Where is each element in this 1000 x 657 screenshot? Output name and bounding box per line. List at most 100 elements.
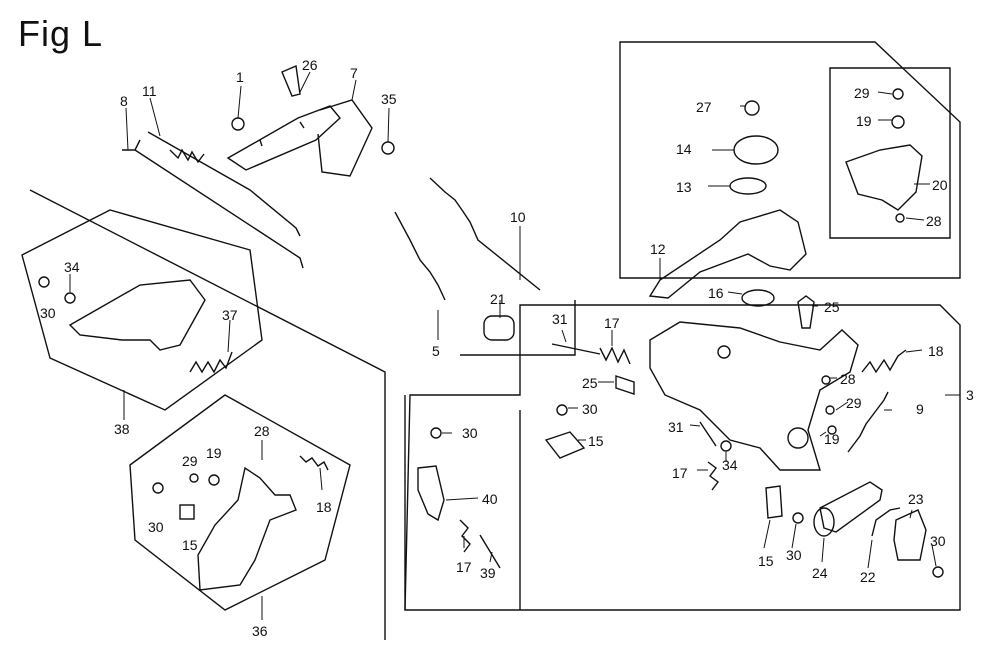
bolt-31-a — [551, 343, 601, 355]
nut-29-a — [189, 473, 199, 483]
washer-16 — [741, 289, 775, 307]
label-part-22: 22 — [860, 569, 876, 585]
nut-28-b — [821, 375, 831, 385]
label-part-5: 5 — [432, 343, 440, 359]
nut-19-a — [208, 474, 220, 486]
spring-17-a — [599, 346, 631, 365]
spring-9 — [847, 391, 889, 453]
label-part-19-b: 19 — [856, 113, 872, 129]
label-part-11: 11 — [142, 83, 157, 99]
label-part-36: 36 — [252, 623, 268, 639]
part-number-labels: 1 26 7 35 8 11 34 30 37 38 28 29 19 18 3… — [40, 57, 974, 639]
bolt-30-d — [430, 427, 442, 439]
label-part-30-e: 30 — [786, 547, 802, 563]
label-part-29-b: 29 — [854, 85, 870, 101]
label-part-17-b: 17 — [672, 465, 688, 481]
knob-24-end — [813, 507, 835, 537]
spring-37 — [189, 351, 233, 374]
label-part-28-c: 28 — [840, 371, 856, 387]
clip-15-b — [544, 431, 586, 459]
label-part-30-a: 30 — [40, 305, 56, 321]
label-part-34-b: 34 — [722, 457, 738, 473]
nut-29-c — [825, 405, 835, 415]
label-part-25-a: 25 — [824, 299, 840, 315]
control-bracket-7 — [226, 105, 341, 171]
label-part-29-a: 29 — [182, 453, 198, 469]
bolt-30-a — [38, 276, 50, 288]
label-part-25-b: 25 — [582, 375, 598, 391]
label-part-12: 12 — [650, 241, 666, 257]
bracket-40 — [417, 465, 445, 522]
governor-rod-2 — [147, 131, 301, 237]
bracket-38 — [68, 279, 206, 351]
bolt-30-f — [932, 566, 944, 578]
label-part-17-c: 17 — [456, 559, 472, 575]
knob-24 — [819, 481, 883, 533]
nut-28-a — [895, 213, 905, 223]
carburetor-group-outline — [619, 41, 961, 279]
collar-21 — [483, 315, 515, 341]
label-part-30-d: 30 — [462, 425, 478, 441]
label-part-38: 38 — [114, 421, 130, 437]
label-part-28-b: 28 — [926, 213, 942, 229]
label-part-16: 16 — [708, 285, 724, 301]
label-part-18-b: 18 — [928, 343, 944, 359]
label-part-15-c: 15 — [758, 553, 774, 569]
label-part-30-c: 30 — [582, 401, 598, 417]
bolt-31-b — [699, 421, 717, 447]
box-36-outline — [129, 394, 351, 611]
box-38-outline — [21, 209, 263, 411]
nut-35 — [381, 141, 395, 155]
label-part-30-b: 30 — [148, 519, 164, 535]
bracket-7-body — [317, 99, 373, 177]
bolt-25-b — [615, 375, 635, 395]
bolt-30-b — [152, 482, 164, 494]
label-part-31-b: 31 — [668, 419, 684, 435]
label-part-28-a: 28 — [254, 423, 270, 439]
label-part-35: 35 — [381, 91, 397, 107]
nut-34-a — [64, 292, 76, 304]
label-part-18-a: 18 — [316, 499, 332, 515]
label-part-27: 27 — [696, 99, 712, 115]
bolt-25-a — [797, 295, 815, 329]
label-part-17-a: 17 — [604, 315, 620, 331]
label-part-13: 13 — [676, 179, 692, 195]
washer-13 — [729, 177, 767, 195]
label-part-19-c: 19 — [824, 431, 840, 447]
clamp-23 — [893, 509, 927, 561]
label-part-21: 21 — [490, 291, 506, 307]
bracket-base — [649, 321, 859, 471]
governor-lever-36 — [197, 466, 297, 591]
detail-box-outline — [829, 67, 951, 239]
nut-29-b — [892, 88, 904, 100]
label-part-26: 26 — [302, 57, 318, 73]
spring-10 — [429, 177, 541, 291]
bolt-1 — [231, 117, 245, 131]
nut-27 — [744, 100, 760, 116]
wire-22 — [871, 507, 901, 537]
label-part-9: 9 — [916, 401, 924, 417]
leader-lines — [69, 71, 960, 620]
governor-assembly-outline — [404, 304, 961, 611]
governor-rod — [122, 139, 304, 269]
label-part-10: 10 — [510, 209, 526, 225]
label-part-29-c: 29 — [846, 395, 862, 411]
label-part-15-b: 15 — [588, 433, 604, 449]
label-part-23: 23 — [908, 491, 924, 507]
divider-line — [29, 189, 386, 640]
label-part-40: 40 — [482, 491, 498, 507]
clip-15-a — [179, 504, 195, 520]
label-part-30-f: 30 — [930, 533, 946, 549]
figure-title: Fig L — [18, 13, 104, 54]
nut-19-c — [827, 425, 837, 435]
throttle-cam-14 — [733, 135, 779, 165]
bolt-30-e — [792, 512, 804, 524]
label-part-39: 39 — [480, 565, 496, 581]
label-part-31-a: 31 — [552, 311, 568, 327]
label-part-7: 7 — [350, 65, 358, 81]
pivot-hole-2 — [787, 427, 809, 449]
screw-26 — [281, 64, 301, 97]
label-part-20: 20 — [932, 177, 948, 193]
label-part-34-a: 34 — [64, 259, 80, 275]
